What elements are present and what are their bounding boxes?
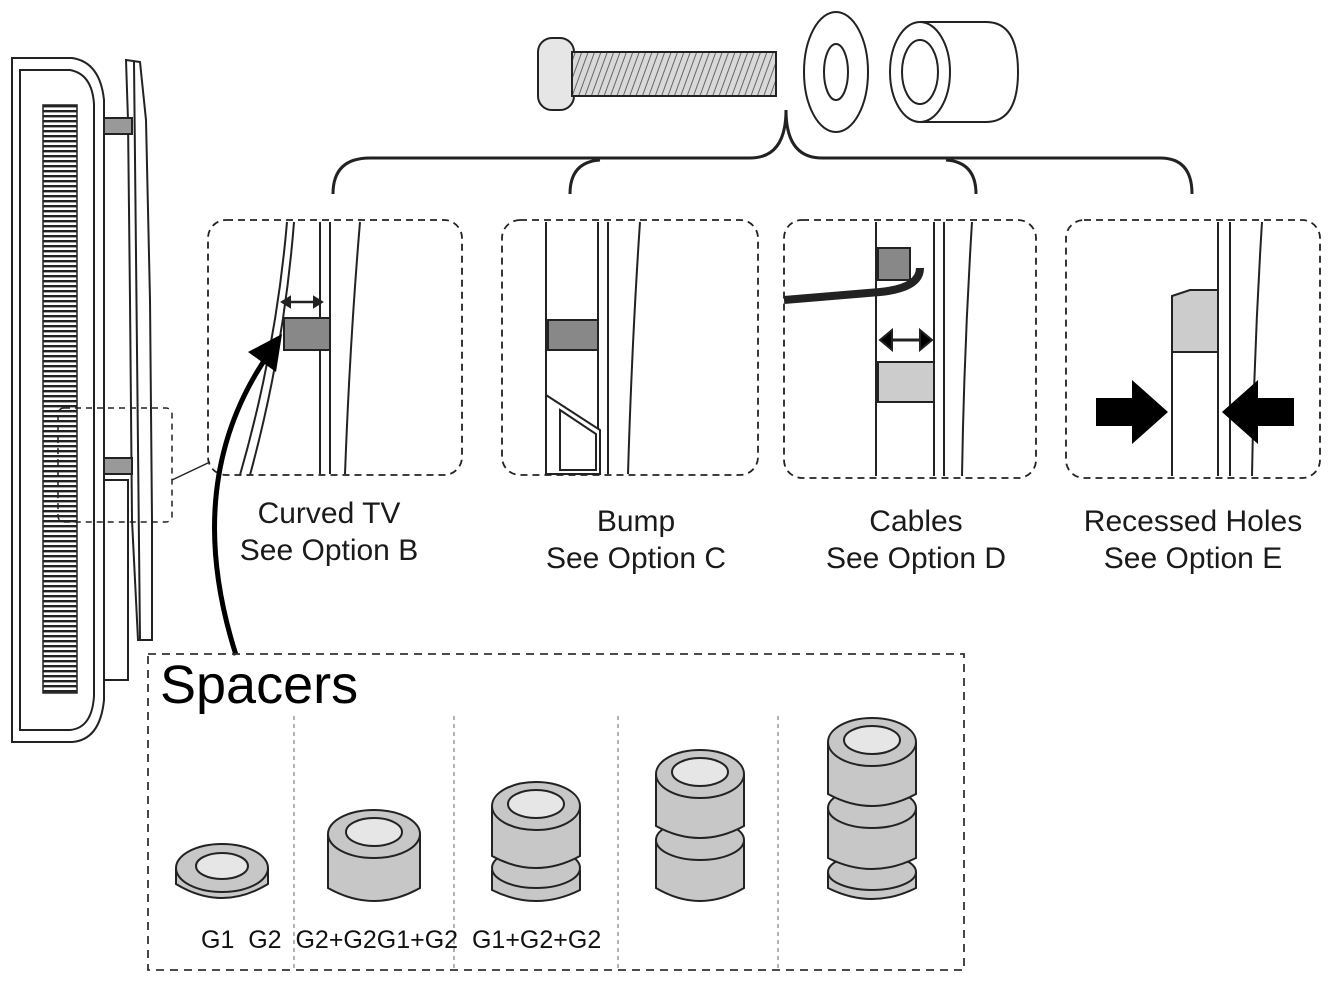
spacer-codes: G1 G2 G2+G2G1+G2 G1+G2+G2 xyxy=(201,926,602,954)
spacer-g2 xyxy=(327,809,421,902)
option-line2: See Option D xyxy=(825,542,1007,575)
option-line1: Bump xyxy=(596,505,676,538)
option-line2: See Option B xyxy=(239,534,419,567)
option-line1: Cables xyxy=(869,505,963,538)
spacer-g1-g2 xyxy=(491,781,581,902)
options-brace xyxy=(331,109,1194,195)
spacers-box xyxy=(147,653,965,971)
option-line1: Recessed Holes xyxy=(1083,505,1303,538)
arrowhead xyxy=(248,334,282,372)
option-curved-tv-label: Curved TV See Option B xyxy=(214,495,444,569)
tv-side-view xyxy=(11,57,211,743)
bolt-icon xyxy=(537,37,777,111)
option-cables-panel xyxy=(783,219,1037,479)
option-bump-panel xyxy=(501,219,759,476)
option-recessed-panel xyxy=(1065,219,1321,479)
sleeve-icon xyxy=(889,21,1020,123)
option-line1: Curved TV xyxy=(257,497,401,530)
spacers-title: Spacers xyxy=(160,655,359,715)
spacer-g2-g2 xyxy=(655,749,745,902)
option-line2: See Option E xyxy=(1103,542,1283,575)
option-curved-tv-panel xyxy=(207,219,463,476)
curved-arrow xyxy=(212,350,273,656)
washer-icon xyxy=(803,11,869,133)
spacer-g1 xyxy=(175,843,269,899)
option-line2: See Option C xyxy=(545,542,727,575)
spacer-g1-g2-g2 xyxy=(827,717,917,900)
option-bump-label: Bump See Option C xyxy=(520,503,752,577)
option-cables-label: Cables See Option D xyxy=(800,503,1032,577)
option-recessed-label: Recessed Holes See Option E xyxy=(1058,503,1328,577)
